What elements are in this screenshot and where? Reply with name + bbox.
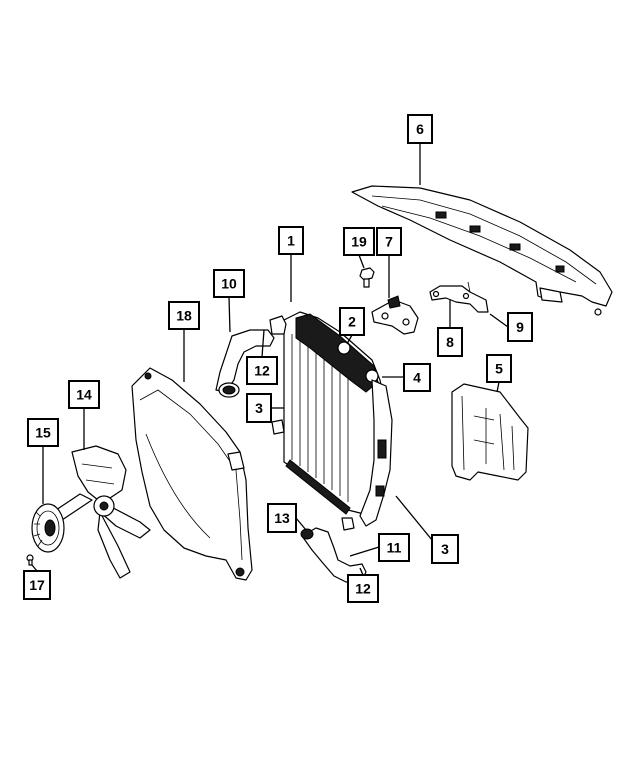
- callout-label-7: 7: [385, 234, 393, 250]
- leader-12a: [261, 329, 265, 358]
- callout-box-3b: [431, 534, 459, 564]
- callout-box-9: [507, 312, 533, 342]
- callout-box-4: [403, 363, 431, 392]
- callout-box-6: [407, 114, 433, 144]
- callout-box-18: [168, 301, 200, 330]
- callout-label-5: 5: [495, 361, 503, 377]
- callout-box-15: [27, 418, 59, 447]
- air-deflector-5: [451, 383, 529, 481]
- callout-label-3b: 3: [441, 541, 449, 557]
- leader-3b: [395, 495, 433, 541]
- callout-label-15: 15: [35, 425, 51, 441]
- fan-shroud-18: [131, 367, 253, 581]
- callout-label-19: 19: [351, 234, 367, 250]
- leader-10: [228, 296, 231, 333]
- callout-box-10: [213, 269, 245, 298]
- leader-5: [496, 381, 500, 393]
- callout-label-3a: 3: [255, 400, 263, 416]
- callout-label-6: 6: [416, 121, 424, 137]
- leader-2: [346, 334, 353, 345]
- callout-label-12a: 12: [254, 363, 270, 379]
- bolt-19: [359, 267, 375, 288]
- callout-box-11: [378, 533, 410, 562]
- callout-label-2: 2: [348, 314, 356, 330]
- callout-box-19: [343, 227, 375, 256]
- bracket-8: [429, 281, 489, 313]
- radiator-1: [269, 311, 393, 527]
- leader-13: [295, 517, 307, 531]
- leader-12b: [359, 567, 364, 576]
- callout-box-13: [267, 503, 297, 533]
- bracket-7: [371, 295, 419, 335]
- bolt-17: [26, 554, 34, 566]
- callout-label-10: 10: [221, 276, 237, 292]
- callout-label-4: 4: [413, 370, 421, 386]
- callout-box-5: [486, 354, 512, 383]
- callout-box-12b: [347, 574, 379, 603]
- callout-box-8: [437, 327, 463, 357]
- callout-label-1: 1: [287, 233, 295, 249]
- callout-box-2: [339, 307, 365, 336]
- callout-label-12b: 12: [355, 581, 371, 597]
- callout-label-18: 18: [176, 308, 192, 324]
- callout-box-3a: [246, 393, 272, 423]
- radiator-support-crossmember: [351, 185, 613, 316]
- callout-box-14: [68, 380, 100, 409]
- callout-box-1: [278, 226, 304, 255]
- leader-11: [349, 546, 380, 557]
- leader-9: [489, 313, 509, 328]
- callout-box-12a: [246, 356, 278, 385]
- callout-label-13: 13: [274, 510, 290, 526]
- callout-label-17: 17: [29, 577, 45, 593]
- lower-hose-11: [300, 517, 367, 583]
- callout-label-9: 9: [516, 319, 524, 335]
- callout-label-8: 8: [446, 334, 454, 350]
- leader-19: [358, 254, 365, 269]
- callout-box-17: [23, 570, 51, 600]
- callout-label-11: 11: [387, 540, 402, 556]
- callout-label-14: 14: [76, 387, 92, 403]
- upper-hose-10: [215, 329, 275, 398]
- fan-blade-14: [55, 445, 151, 579]
- callout-box-7: [376, 227, 402, 256]
- fan-clutch-15: [31, 503, 65, 553]
